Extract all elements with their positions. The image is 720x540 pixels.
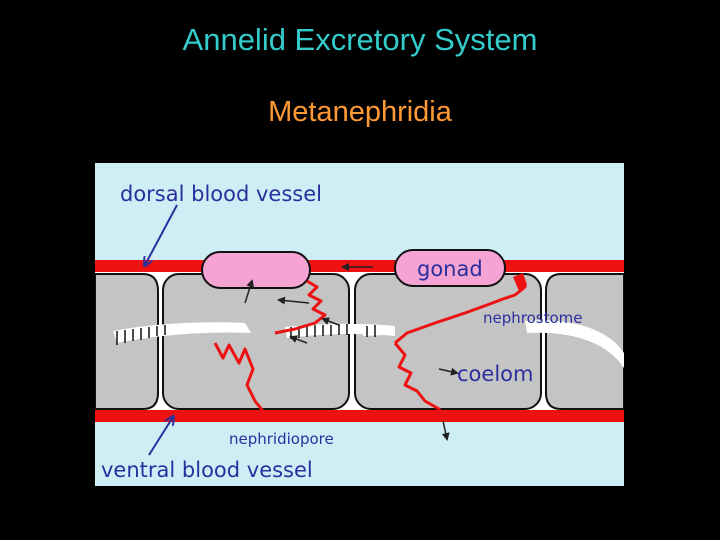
septum-3-hatch: [366, 325, 376, 337]
ventral-blood-vessel: [95, 410, 624, 422]
nephridium-left: [213, 342, 265, 420]
gonad-left: [201, 251, 311, 289]
septum-1: [113, 322, 251, 343]
septum-2-hatch: [290, 324, 348, 339]
segment-1: [95, 273, 159, 410]
nephridium-right: [393, 342, 447, 420]
flow-arrows: [244, 263, 459, 441]
dorsal-blood-vessel: [95, 260, 624, 272]
flow-arrow-2: [277, 296, 310, 305]
septa: [113, 320, 624, 368]
nephrostome-label: nephrostome: [483, 309, 583, 327]
gonad-right: [394, 249, 506, 287]
slide-title: Annelid Excretory System: [182, 22, 538, 57]
dorsal-blood-vessel-label: dorsal blood vessel: [120, 182, 322, 206]
nephridiopore-label: nephridiopore: [229, 430, 334, 448]
ventral-blood-vessel-label: ventral blood vessel: [101, 458, 313, 482]
metanephridia-diagram: dorsal blood vessel gonad nephrostome co…: [95, 163, 624, 486]
nephridia: [213, 277, 527, 420]
septum-3-stub: [363, 325, 385, 336]
nephrostome-funnel: [513, 273, 527, 291]
nephridium-left-upper: [274, 279, 327, 335]
label-pointers: [145, 204, 178, 456]
nephridium-right-upper: [394, 277, 527, 345]
segment-2: [162, 273, 350, 410]
flow-arrow-7: [441, 420, 450, 441]
flow-arrow-3: [289, 335, 308, 344]
ventral-vessel-pointer: [148, 417, 173, 456]
coelom-label: coelom: [457, 362, 533, 386]
segment-4: [545, 273, 624, 410]
gonad-label: gonad: [417, 257, 483, 281]
dorsal-vessel-pointer: [145, 204, 178, 265]
flow-arrow-1: [244, 279, 254, 304]
septum-4: [525, 320, 624, 368]
flow-arrow-5: [321, 317, 340, 326]
slide-subtitle: Metanephridia: [268, 96, 452, 128]
flow-arrow-6: [438, 367, 459, 376]
septum-1-hatch: [116, 325, 166, 345]
